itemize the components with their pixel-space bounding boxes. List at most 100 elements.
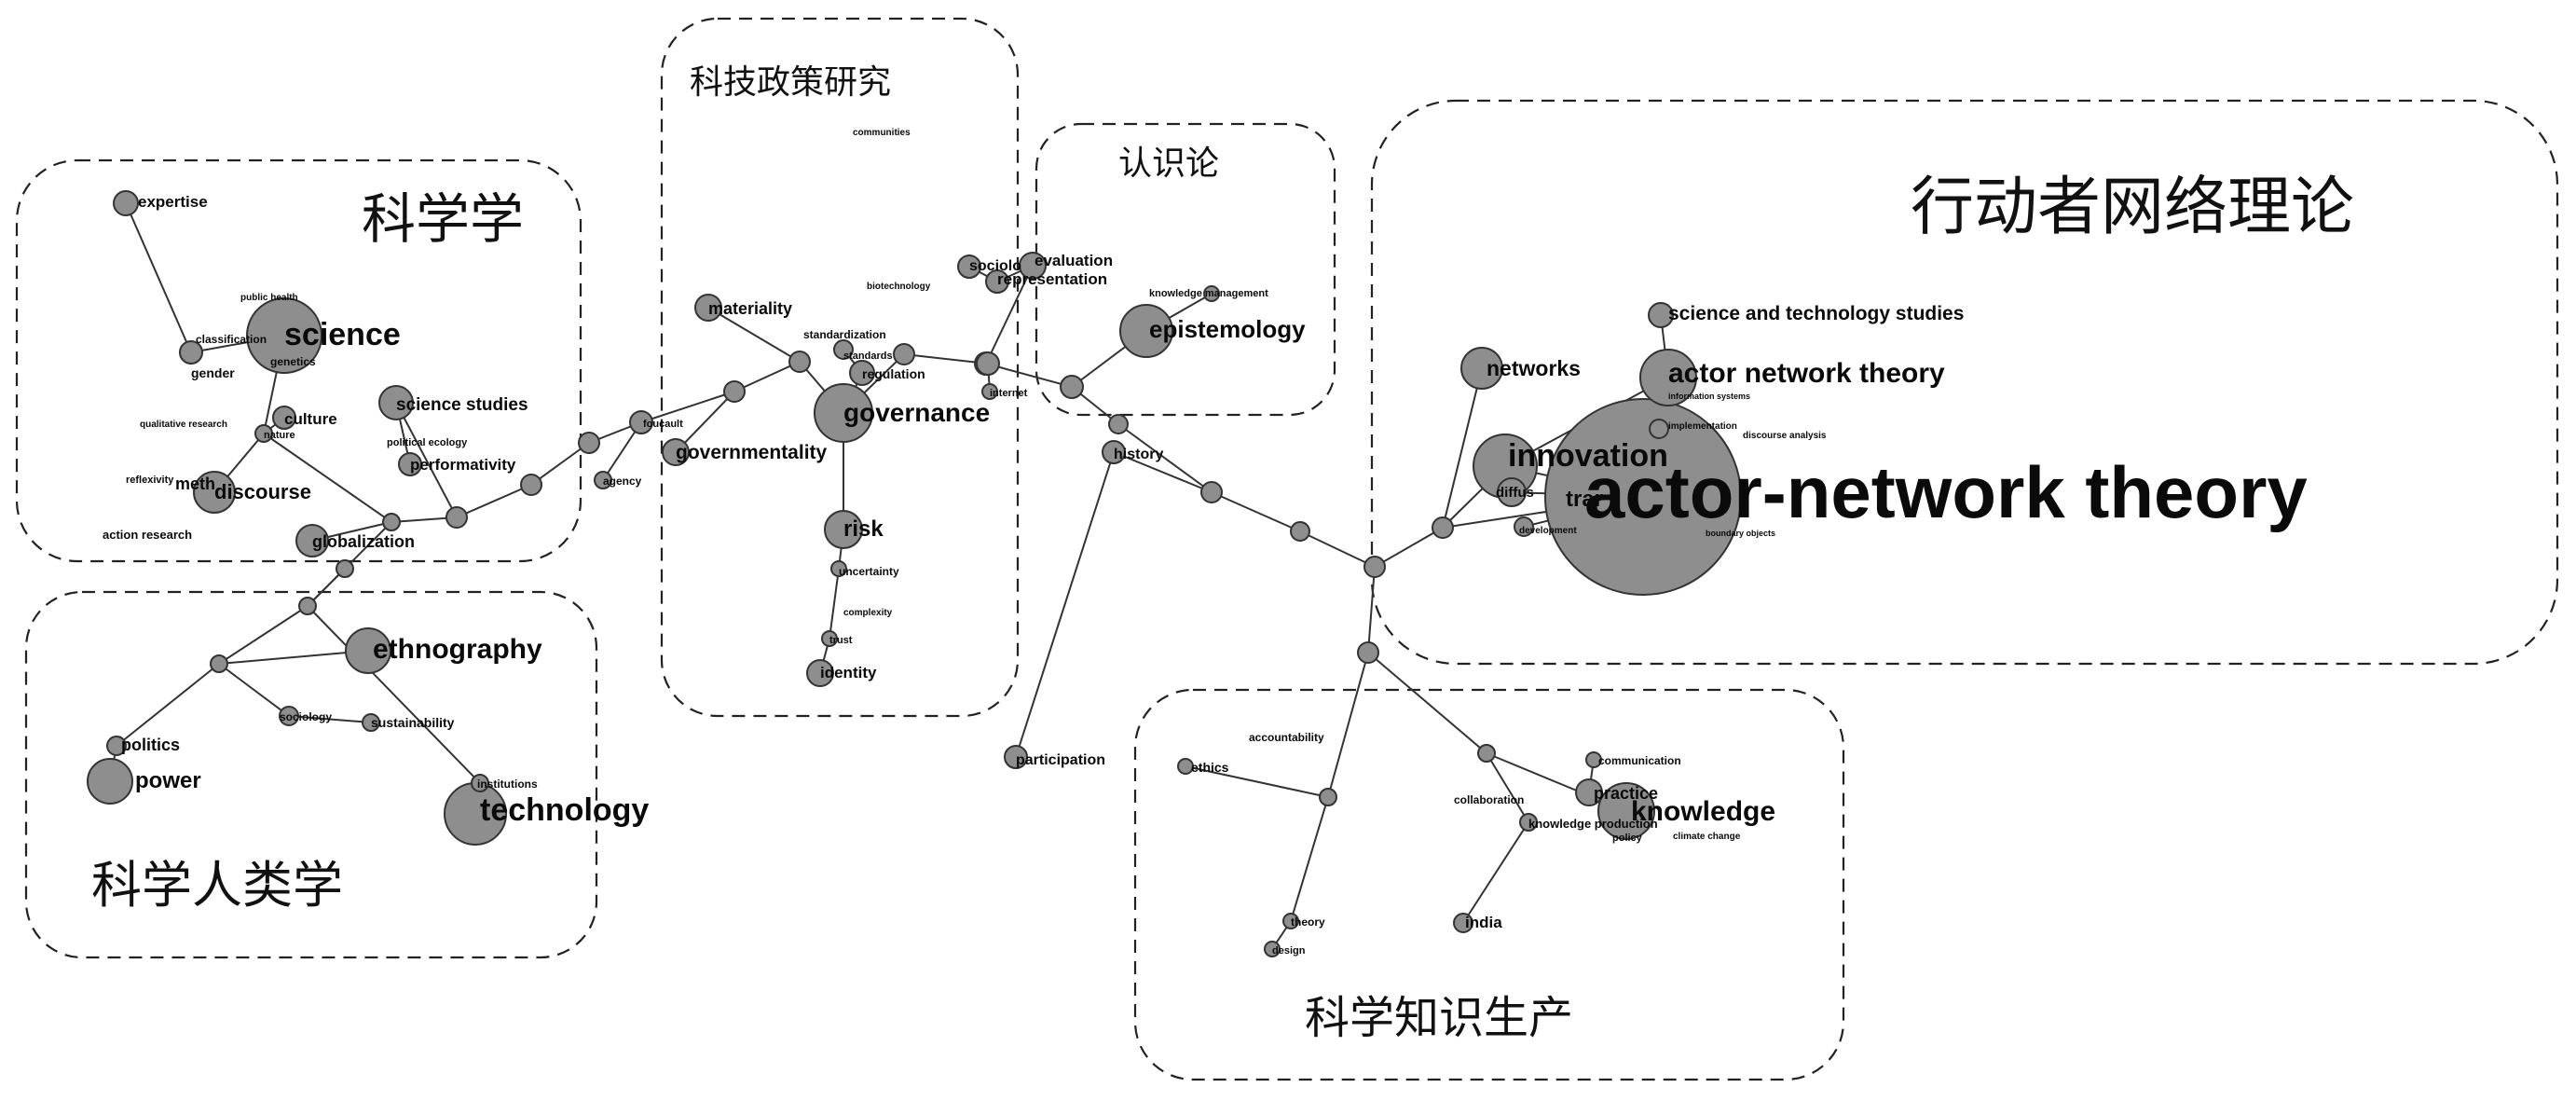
label-governance: governance — [843, 398, 990, 427]
edge-sociol-sust — [288, 715, 372, 723]
node-hubG2 — [723, 380, 746, 403]
node-risk — [824, 510, 863, 549]
node-comm — [1585, 751, 1602, 768]
label-science-and-technology-studies: science and technology studies — [1668, 303, 1964, 324]
cluster-label-anth: 科学人类学 — [91, 856, 343, 915]
label-meth: meth — [175, 475, 215, 493]
label-risk: risk — [843, 516, 884, 542]
label-practice: practice — [1594, 784, 1658, 803]
label-policy: policy — [1612, 833, 1643, 844]
edge-unc-trust — [829, 568, 840, 640]
node-pol — [106, 736, 127, 756]
node-sociol — [279, 706, 299, 726]
edge-hubA2-hubK — [1367, 566, 1376, 654]
node-scist — [378, 385, 414, 420]
cluster-label-pol: 科技政策研究 — [690, 63, 891, 102]
label-gender: gender — [191, 365, 235, 380]
label-classification: classification — [196, 333, 267, 346]
label-collaboration: collaboration — [1454, 793, 1524, 806]
label-materiality: materiality — [708, 299, 792, 318]
edge-hubG2-govtal — [675, 391, 735, 453]
label-implementation: implementation — [1668, 421, 1737, 432]
edge-hubS2-hubS — [263, 433, 392, 523]
edge-hubG2-foucault — [640, 391, 735, 423]
node-hist — [1102, 440, 1126, 464]
label-climate-change: climate change — [1673, 832, 1741, 842]
label-development: development — [1519, 526, 1577, 536]
edge-hubN-eth — [218, 650, 369, 665]
node-hubG3 — [893, 343, 915, 365]
edge-hubN3-inst — [307, 605, 481, 784]
label-regulation: regulation — [862, 366, 925, 381]
label-science-studies: science studies — [396, 395, 528, 415]
node-hubN2 — [336, 559, 354, 578]
label-qualitative-research: qualitative research — [140, 420, 227, 430]
node-hubAnt — [1432, 516, 1454, 539]
label-nature: nature — [264, 430, 295, 441]
node-knw — [1597, 782, 1655, 840]
edge-hist-part — [1015, 451, 1115, 758]
label-trust: trust — [829, 635, 853, 646]
label-innovation: innovation — [1508, 438, 1668, 474]
node-hubA3 — [1290, 521, 1310, 542]
cluster-box-sts — [15, 158, 582, 563]
label-representation: representation — [997, 270, 1107, 288]
label-trar: trar — [1566, 487, 1603, 512]
node-impl — [1649, 419, 1669, 439]
label-governmentality: governmentality — [676, 442, 828, 463]
node-hubH — [1108, 414, 1129, 434]
node-ethics — [1177, 758, 1194, 775]
label-ethics: ethics — [1191, 760, 1229, 775]
node-kp — [1519, 813, 1538, 832]
edge-hubS3-scist — [395, 402, 458, 518]
cluster-box-ant — [1370, 99, 2559, 666]
label-identity: identity — [820, 664, 877, 681]
node-hubA4 — [1200, 481, 1223, 503]
label-institutions: institutions — [477, 778, 538, 791]
edge-hubA2-hubA3 — [1299, 530, 1376, 568]
node-dev — [1514, 516, 1534, 537]
label-expertise: expertise — [138, 193, 208, 211]
label-information-systems: information systems — [1668, 392, 1750, 401]
cluster-box-anth — [24, 590, 598, 959]
label-communication: communication — [1598, 754, 1681, 767]
label-agency: agency — [603, 475, 642, 488]
node-gen — [179, 340, 203, 365]
node-hubN — [210, 654, 228, 673]
cluster-box-prod — [1133, 688, 1845, 1081]
node-hubK2 — [1477, 744, 1496, 763]
edge-hubAnt-hubA2 — [1374, 527, 1444, 568]
edge-hubN3-hubN — [218, 605, 308, 665]
edge-hubK3-theory — [1290, 796, 1329, 922]
edge-hubG4-hubG3 — [903, 353, 989, 365]
label-discourse-analysis: discourse analysis — [1743, 431, 1827, 441]
label-india: india — [1465, 914, 1502, 931]
node-reg — [849, 360, 875, 386]
label-genetics: genetics — [270, 355, 316, 368]
label-internet: internet — [990, 388, 1028, 399]
label-power: power — [135, 768, 201, 793]
node-netw — [1460, 347, 1503, 390]
node-design — [1264, 941, 1281, 957]
edge-hubG-mat — [707, 307, 801, 363]
label-foucault: foucault — [643, 419, 683, 430]
node-expert — [113, 190, 139, 216]
edge-hubF-hubS4 — [530, 442, 590, 486]
label-ethnography: ethnography — [373, 634, 542, 665]
label-political-ecology: political ecology — [387, 437, 468, 448]
label-reflexivity: reflexivity — [126, 475, 174, 486]
label-biotechnology: biotechnology — [867, 282, 931, 292]
edge-gen-expert — [125, 202, 192, 353]
edge-hubE-hubE2 — [985, 363, 1073, 388]
cluster-label-sts: 科学学 — [362, 187, 524, 251]
node-eth — [345, 627, 391, 674]
node-govtal — [662, 438, 690, 466]
node-rep — [985, 269, 1009, 294]
node-hubK3 — [1319, 788, 1337, 806]
node-soc — [957, 255, 981, 279]
label-sustainability: sustainability — [371, 715, 455, 730]
edge-hubN-pol — [116, 663, 220, 747]
node-diff — [1497, 477, 1527, 507]
label-public-health: public health — [240, 293, 298, 303]
node-foucault — [629, 410, 653, 434]
